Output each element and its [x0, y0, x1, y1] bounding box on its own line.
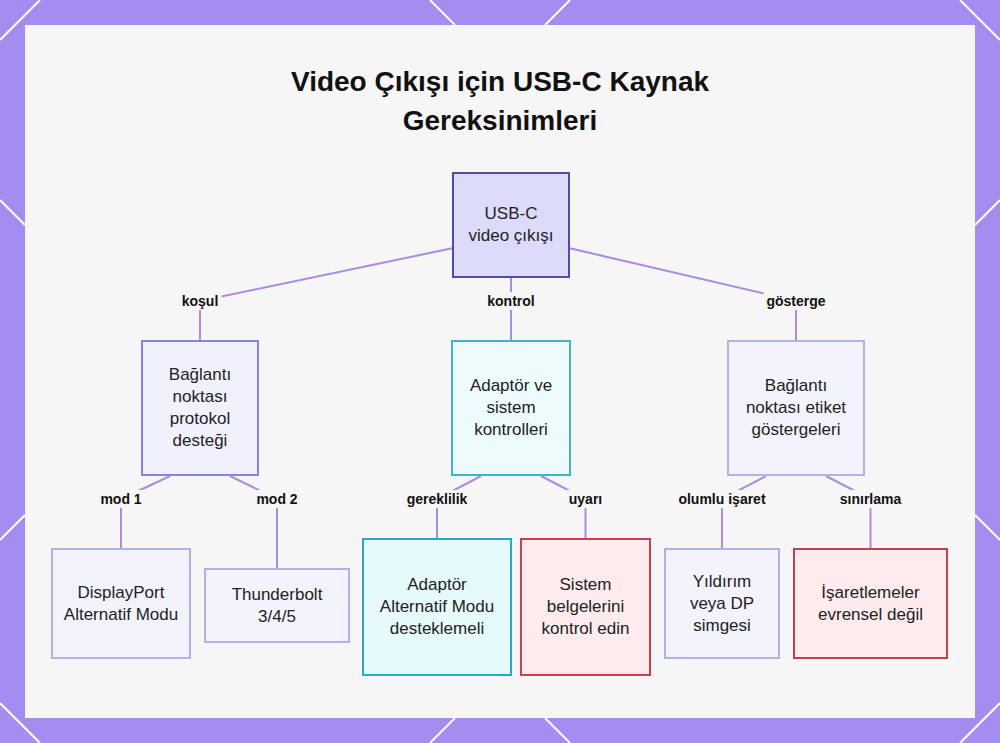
- box-text: Adaptör Alternatif Modu desteklemeli: [372, 574, 502, 640]
- box-text: Yıldırım veya DP simgesi: [674, 571, 770, 637]
- connector-line: [121, 476, 170, 548]
- edge-label: sınırlama: [837, 490, 904, 508]
- box-text: İşaretlemeler evrensel değil: [803, 582, 938, 626]
- edge-label: gereklilik: [404, 490, 471, 508]
- concept-box: İşaretlemeler evrensel değil: [793, 548, 948, 659]
- connector-line: [570, 248, 796, 340]
- box-text: Bağlantı noktası etiket göstergeleri: [737, 375, 855, 441]
- concept-box: Thunderbolt 3/4/5: [204, 568, 350, 643]
- edge-label: mod 1: [97, 490, 144, 508]
- connector-line: [826, 476, 871, 548]
- box-text: USB-C video çıkışı: [462, 203, 560, 247]
- concept-box: Adaptör Alternatif Modu desteklemeli: [362, 538, 512, 676]
- edge-label: mod 2: [253, 490, 300, 508]
- box-text: DisplayPort Alternatif Modu: [61, 582, 181, 626]
- connector-line: [200, 248, 452, 340]
- edge-label: gösterge: [763, 292, 828, 310]
- concept-box: Sistem belgelerini kontrol edin: [520, 538, 651, 676]
- root-box: USB-C video çıkışı: [452, 172, 570, 278]
- edge-label: uyarı: [566, 490, 605, 508]
- box-text: Thunderbolt 3/4/5: [214, 584, 340, 628]
- box-text: Adaptör ve sistem kontrolleri: [461, 375, 561, 441]
- box-text: Sistem belgelerini kontrol edin: [530, 574, 641, 640]
- diagram-title: Video Çıkışı için USB-C Kaynak Gereksini…: [200, 62, 800, 140]
- concept-box: DisplayPort Alternatif Modu: [51, 548, 191, 659]
- concept-box: Yıldırım veya DP simgesi: [664, 548, 780, 659]
- concept-box: Adaptör ve sistem kontrolleri: [451, 340, 571, 476]
- concept-box: Bağlantı noktası protokol desteği: [141, 340, 259, 476]
- edge-label: koşul: [179, 292, 222, 310]
- edge-label: olumlu işaret: [675, 490, 768, 508]
- connector-line: [722, 476, 766, 548]
- box-text: Bağlantı noktası protokol desteği: [151, 364, 249, 452]
- edge-label: kontrol: [484, 292, 537, 310]
- concept-box: Bağlantı noktası etiket göstergeleri: [727, 340, 865, 476]
